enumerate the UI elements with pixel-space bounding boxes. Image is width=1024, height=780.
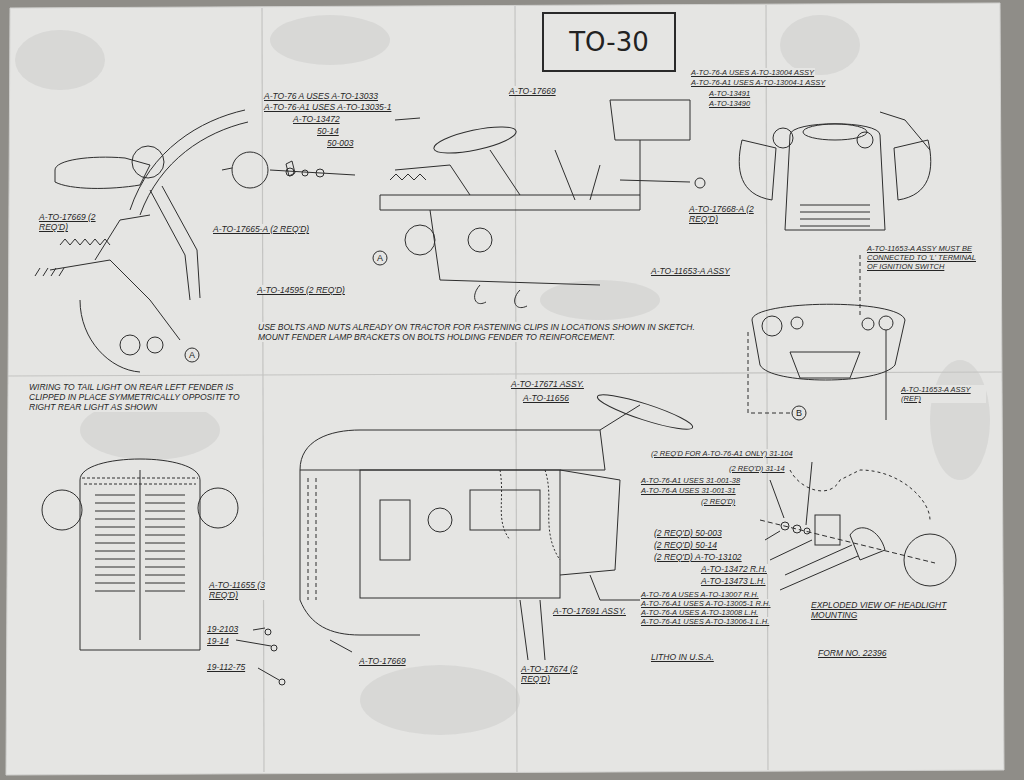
part-number: A-TO-13472 R.H. xyxy=(700,564,768,574)
part-number: A-TO-17668-A (2 REQ'D) xyxy=(688,204,762,224)
part-number: A-TO-13491 xyxy=(708,89,751,98)
part-number: A-TO-76-A USES A-TO-13008 L.H. xyxy=(640,608,759,617)
part-number: A-TO-17669 xyxy=(508,86,557,96)
reference-letter: A xyxy=(377,253,383,263)
part-number: A-TO-17671 ASSY. xyxy=(510,379,585,389)
fold-lines xyxy=(8,5,1002,772)
part-number: A-TO-17669 xyxy=(358,656,407,666)
part-number: 50-14 xyxy=(316,126,340,136)
part-number: A-TO-17691 ASSY. xyxy=(552,606,627,616)
part-number: A-TO-11653-A ASSY MUST BE CONNECTED TO '… xyxy=(866,244,988,271)
part-number: 50-003 xyxy=(326,138,354,148)
sheet-title: TO-30 xyxy=(569,27,649,57)
part-number: (2 REQ'D) 50-14 xyxy=(653,540,718,550)
circle-outline xyxy=(792,406,806,420)
part-number: A-TO-76 A USES A-TO-13007 R.H. xyxy=(640,590,760,599)
part-number: A-TO-76-A1 USES A-TO-13006-1 L.H. xyxy=(640,617,770,626)
part-number: A-TO-76-A USES A-TO-13004 ASSY xyxy=(690,68,815,77)
assembly-note: WIRING TO TAIL LIGHT ON REAR LEFT FENDER… xyxy=(28,382,258,412)
part-number: A-TO-76-A1 USES A-TO-13005-1 R.H. xyxy=(640,599,772,608)
part-number: A-TO-17665-A (2 REQ'D) xyxy=(212,224,310,234)
paper-sheet xyxy=(6,3,1004,775)
circle-outline xyxy=(373,251,387,265)
part-number: (2 REQ'D) xyxy=(700,497,736,506)
assembly-note: USE BOLTS AND NUTS ALREADY ON TRACTOR FO… xyxy=(257,322,729,342)
part-number: (2 REQ'D) 31-14 xyxy=(728,464,786,473)
part-number: A-TO-76-A USES 31-001-31 xyxy=(640,486,737,495)
part-number: LITHO IN U.S.A. xyxy=(650,652,715,662)
reference-circle: A xyxy=(184,347,200,363)
part-number: A-TO-11656 xyxy=(522,393,570,403)
part-number: A-TO-76 A USES A-TO-13033 xyxy=(263,91,379,101)
part-number: A-TO-17669 (2 REQ'D) xyxy=(38,212,102,232)
reference-letter: B xyxy=(796,408,802,418)
reference-circle: A xyxy=(372,250,388,266)
part-number: A-TO-17674 (2 REQ'D) xyxy=(520,664,602,684)
part-number: 19-112-75 xyxy=(206,662,246,672)
part-number: 19-14 xyxy=(206,636,230,646)
title-box: TO-30 xyxy=(542,12,676,72)
part-number: A-TO-13490 xyxy=(708,99,751,108)
box-outline xyxy=(543,13,675,71)
reference-circle: B xyxy=(791,405,807,421)
part-number: (2 REQ'D) A-TO-13102 xyxy=(653,552,743,562)
reference-letter: A xyxy=(189,350,195,360)
part-number: EXPLODED VIEW OF HEADLIGHT MOUNTING xyxy=(810,600,977,620)
part-number: A-TO-13472 xyxy=(292,114,341,124)
circle-outline xyxy=(185,348,199,362)
part-number: (2 REQ'D FOR A-TO-76-A1 ONLY) 31-104 xyxy=(650,449,794,458)
part-number: A-TO-11653-A ASSY xyxy=(650,266,731,276)
part-number: A-TO-11653-A ASSY (REF) xyxy=(900,385,986,403)
part-number: A-TO-76-A1 USES A-TO-13035-1 xyxy=(263,102,392,112)
part-number: A-TO-13473 L.H. xyxy=(700,576,767,586)
part-number: A-TO-76-A1 USES 31-001-38 xyxy=(640,476,741,485)
part-number: 19-2103 xyxy=(206,624,239,634)
part-number: (2 REQ'D) 50-003 xyxy=(653,528,723,538)
part-number: A-TO-14595 (2 REQ'D) xyxy=(256,285,346,295)
part-number: A-TO-76-A1 USES A-TO-13004-1 ASSY xyxy=(690,78,826,87)
part-number: FORM NO. 22396 xyxy=(817,648,888,658)
part-number: A-TO-11655 (3 REQ'D) xyxy=(208,580,272,600)
